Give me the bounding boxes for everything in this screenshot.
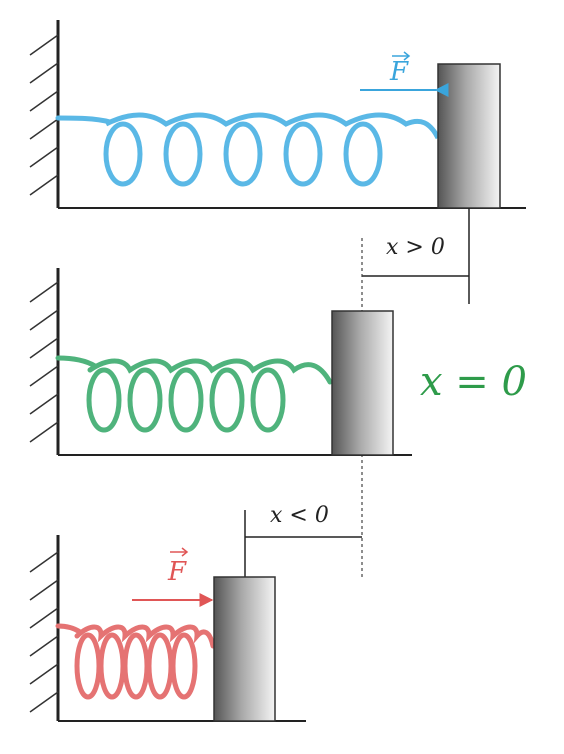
spring-compressed <box>55 623 216 700</box>
spring-equilibrium <box>55 355 333 433</box>
displacement-positive <box>362 208 470 304</box>
block-extended <box>437 63 501 209</box>
block-equilibrium <box>331 310 394 456</box>
spring-coils-extended <box>103 112 441 187</box>
spring-extended <box>55 115 113 125</box>
block-compressed <box>213 576 276 722</box>
displacement-label-negative: x < 0 <box>270 503 329 528</box>
force-label-bottom: F <box>167 557 187 587</box>
force-label-top: F <box>389 57 409 87</box>
displacement-label-positive: x > 0 <box>386 235 445 260</box>
panel-compressed: F <box>29 535 306 722</box>
equilibrium-label: x = 0 <box>420 359 527 405</box>
panel-extended: F <box>29 20 526 209</box>
panel-equilibrium: x = 0 <box>29 268 527 456</box>
displacement-negative <box>244 510 362 578</box>
wall-hatching <box>29 281 59 443</box>
wall-hatching <box>29 34 59 196</box>
wall-hatching <box>29 551 59 713</box>
